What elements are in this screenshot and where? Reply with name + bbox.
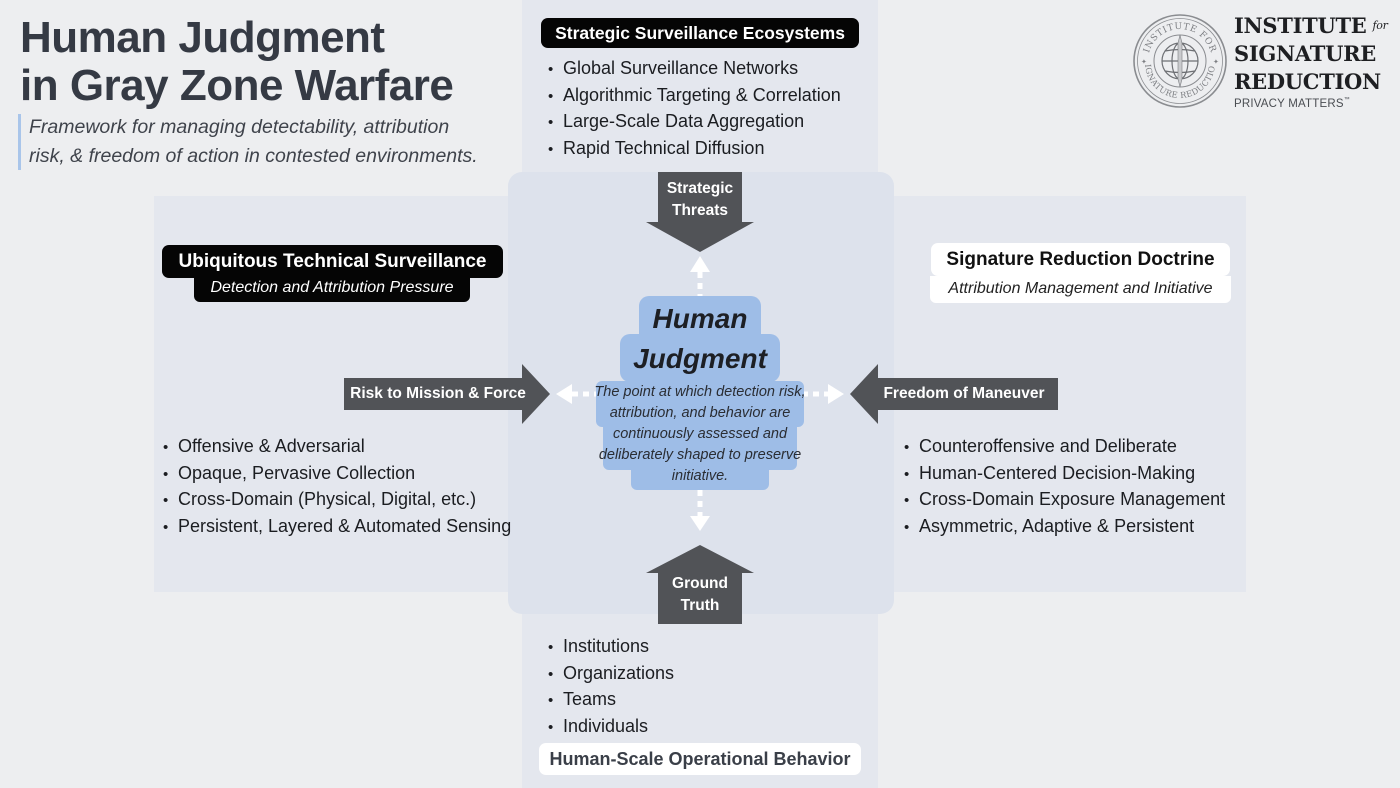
risk-to-mission-arrow-icon bbox=[344, 364, 550, 424]
tagline-text: PRIVACY MATTERS bbox=[1234, 98, 1344, 110]
svg-text:✦: ✦ bbox=[1213, 58, 1219, 66]
institute-wordmark: INSTITUTE for SIGNATURE REDUCTION PRIVACY… bbox=[1234, 12, 1388, 110]
list-item: Rapid Technical Diffusion bbox=[548, 136, 841, 163]
center-title: Human Judgment bbox=[600, 299, 800, 379]
page-title: Human Judgment in Gray Zone Warfare bbox=[20, 13, 454, 110]
subtitle-accent-bar bbox=[18, 114, 21, 170]
subtitle-line-1: Framework for managing detectability, at… bbox=[29, 116, 450, 138]
list-item: Cross-Domain (Physical, Digital, etc.) bbox=[163, 487, 511, 514]
list-item: Algorithmic Targeting & Correlation bbox=[548, 83, 841, 110]
wordmark-line-1: INSTITUTE bbox=[1234, 13, 1367, 38]
list-item: Counteroffensive and Deliberate bbox=[904, 434, 1225, 461]
center-title-line-2: Judgment bbox=[633, 343, 767, 374]
strategic-threats-label: Strategic Threats bbox=[646, 178, 754, 222]
right-section-subheader: Attribution Management and Initiative bbox=[930, 276, 1231, 303]
list-item: Institutions bbox=[548, 634, 674, 661]
center-title-highlight-bottom bbox=[620, 334, 780, 382]
ground-truth-arrow-icon bbox=[646, 545, 754, 624]
wordmark-line-2: SIGNATURE bbox=[1234, 41, 1376, 66]
center-title-line-1: Human bbox=[652, 303, 748, 334]
center-desc-highlight bbox=[631, 464, 769, 490]
list-item: Teams bbox=[548, 687, 674, 714]
list-item: Individuals bbox=[548, 714, 674, 741]
dotted-connector-arrows-icon bbox=[556, 256, 844, 531]
page-subtitle: Framework for managing detectability, at… bbox=[29, 113, 529, 171]
center-desc-highlight bbox=[596, 381, 804, 427]
down-arrowhead-icon bbox=[690, 516, 710, 531]
bottom-section-header: Human-Scale Operational Behavior bbox=[539, 743, 861, 775]
page-title-line-2: in Gray Zone Warfare bbox=[20, 61, 454, 110]
svg-text:✦: ✦ bbox=[1141, 58, 1147, 66]
risk-to-mission-label: Risk to Mission & Force bbox=[350, 385, 526, 402]
center-description: The point at which detection risk, attri… bbox=[594, 384, 806, 484]
list-item: Asymmetric, Adaptive & Persistent bbox=[904, 514, 1225, 541]
list-item: Offensive & Adversarial bbox=[163, 434, 511, 461]
right-section-list: Counteroffensive and Deliberate Human-Ce… bbox=[904, 434, 1225, 540]
center-title-highlight-top bbox=[639, 296, 761, 340]
freedom-of-maneuver-arrow-icon bbox=[850, 364, 1058, 424]
strategic-threats-arrow-icon bbox=[646, 172, 754, 252]
left-section-subheader: Detection and Attribution Pressure bbox=[194, 276, 470, 302]
left-arrowhead-icon bbox=[556, 384, 572, 404]
left-section-list: Offensive & Adversarial Opaque, Pervasiv… bbox=[163, 434, 511, 540]
list-item: Opaque, Pervasive Collection bbox=[163, 461, 511, 488]
arrow-label-line-2: Truth bbox=[680, 597, 720, 614]
list-item: Global Surveillance Networks bbox=[548, 56, 841, 83]
up-arrowhead-icon bbox=[690, 256, 710, 272]
left-section-header: Ubiquitous Technical Surveillance bbox=[162, 245, 503, 278]
list-item: Organizations bbox=[548, 661, 674, 688]
list-item: Cross-Domain Exposure Management bbox=[904, 487, 1225, 514]
arrow-label-line-1: Ground bbox=[672, 575, 728, 592]
wordmark-for: for bbox=[1372, 19, 1388, 32]
bottom-section-list: Institutions Organizations Teams Individ… bbox=[548, 634, 674, 740]
top-section-header: Strategic Surveillance Ecosystems bbox=[541, 18, 859, 48]
ground-truth-label: Ground Truth bbox=[646, 573, 754, 617]
center-desc-highlight bbox=[603, 420, 797, 470]
wordmark-tagline: PRIVACY MATTERS™ bbox=[1234, 97, 1388, 110]
right-arrowhead-icon bbox=[828, 384, 844, 404]
institute-seal-logo-icon: INSTITUTE FOR SIGNATURE REDUCTION ✦ ✦ bbox=[1132, 13, 1227, 108]
subtitle-line-2: risk, & freedom of action in contested e… bbox=[29, 145, 478, 167]
trademark-mark: ™ bbox=[1343, 97, 1350, 103]
arrow-label-line-2: Threats bbox=[672, 202, 728, 219]
list-item: Persistent, Layered & Automated Sensing bbox=[163, 514, 511, 541]
page-title-line-1: Human Judgment bbox=[20, 13, 385, 62]
wordmark-line-3: REDUCTION bbox=[1234, 69, 1381, 94]
top-section-list: Global Surveillance Networks Algorithmic… bbox=[548, 56, 841, 162]
right-section-header: Signature Reduction Doctrine bbox=[931, 243, 1230, 276]
list-item: Large-Scale Data Aggregation bbox=[548, 109, 841, 136]
arrow-label-line-1: Strategic bbox=[666, 180, 734, 197]
list-item: Human-Centered Decision-Making bbox=[904, 461, 1225, 488]
freedom-of-maneuver-label: Freedom of Maneuver bbox=[883, 385, 1045, 402]
